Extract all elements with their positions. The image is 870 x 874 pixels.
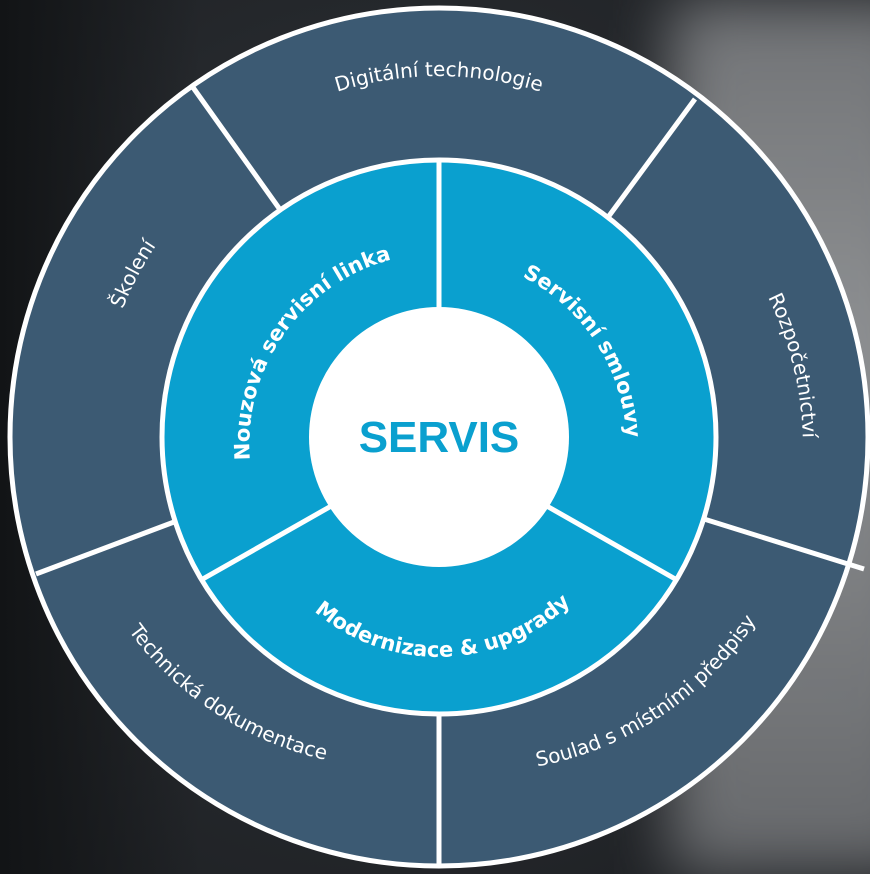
outer-dividers <box>35 84 865 868</box>
inner-dividers <box>199 160 679 583</box>
center-circle <box>309 307 569 567</box>
center-label: SERVIS <box>359 413 520 462</box>
